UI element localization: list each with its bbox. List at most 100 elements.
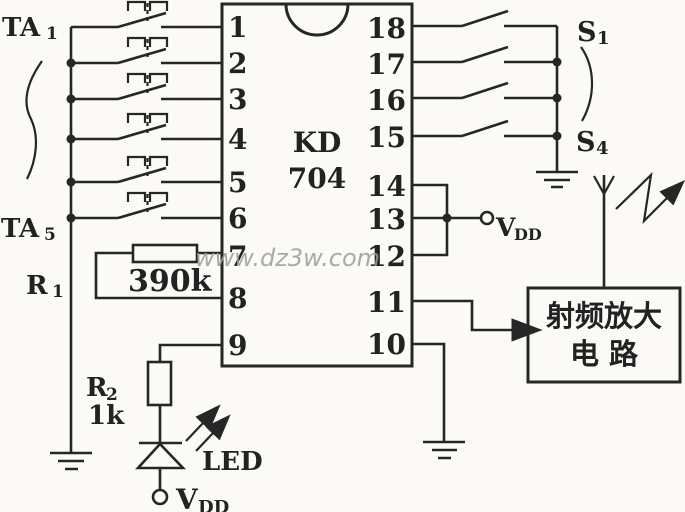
switch-s-pin15 (412, 119, 557, 138)
ic-name-line2: 704 (288, 162, 346, 195)
pin14-pin12-bracket-wire (412, 183, 449, 257)
led-triangle (135, 442, 187, 470)
r1-label: R (26, 271, 48, 301)
switch-s-pin17 (412, 45, 557, 64)
switch-lever (117, 202, 167, 220)
pin-label-17: 17 (367, 48, 406, 81)
ic-notch (284, 3, 350, 37)
switch-lever (461, 9, 509, 28)
junction-dot (552, 57, 562, 67)
led-label: LED (202, 447, 263, 477)
s1-label: S (577, 17, 597, 48)
pin-label-16: 16 (367, 84, 406, 117)
s4-label: S (576, 127, 596, 158)
rf-box-line2: 电 路 (570, 337, 639, 371)
vdd-pin13-branch: V DD (412, 183, 542, 257)
switch-lever (117, 166, 167, 184)
resistor-loop-wire-pin8 (94, 251, 222, 300)
pin-label-3: 3 (228, 83, 247, 116)
s1-label-sub: 1 (597, 28, 610, 49)
rf-wave-zigzag-icon (615, 171, 685, 225)
pushbutton-switch-pin1 (71, 0, 222, 29)
ground-symbol-s-bus (536, 170, 578, 189)
pushbutton-cap-icon (126, 112, 169, 123)
ic-name-line1: KD (293, 126, 342, 159)
pushbutton-switch-pin6 (71, 191, 222, 220)
ta5-label: TA (1, 214, 40, 244)
antenna-arrow-icon (593, 175, 615, 195)
pushbutton-cap-icon (126, 36, 169, 47)
pin9-wire (158, 343, 222, 362)
switch-lever (461, 45, 509, 64)
pushbutton-cap-icon (126, 0, 169, 11)
vdd13-label: V (495, 213, 516, 242)
pin-label-15: 15 (367, 121, 406, 154)
pushbutton-switch-pin5 (71, 155, 222, 184)
junction-dot (552, 131, 562, 141)
ta5-label-sub: 5 (44, 225, 56, 245)
r2-label-sub: 2 (106, 385, 118, 405)
vdd-led-label: V (175, 483, 199, 512)
pin-label-7: 7 (228, 240, 247, 273)
pin-label-1: 1 (228, 11, 247, 44)
pushbutton-cap-icon (126, 72, 169, 83)
rf-output-branch (412, 299, 543, 460)
pin10-wire (412, 342, 446, 441)
led-branch: R 2 1k LED V DD (86, 343, 263, 512)
switch-s-pin16 (412, 81, 557, 100)
pin-label-5: 5 (228, 166, 247, 199)
r2-value: 1k (88, 401, 125, 431)
pin-label-18: 18 (367, 12, 406, 45)
resistor-r2-body (146, 360, 173, 407)
r1-label-sub: 1 (52, 282, 64, 302)
pin-label-8: 8 (228, 282, 247, 315)
resistor-390k-value: 390k (128, 264, 213, 299)
ta-labels: TA 1 TA 5 R 1 (1, 13, 64, 302)
switch-lever (461, 81, 509, 100)
ic-kd704: KD 704 1 2 3 4 5 6 7 8 9 18 17 16 15 14 … (220, 2, 414, 368)
brace-right (580, 46, 594, 122)
switch-lever (117, 123, 167, 141)
resistor-390k-body (131, 243, 199, 264)
vdd-led-label-sub: DD (198, 497, 229, 512)
pin-label-9: 9 (228, 329, 247, 362)
switch-lever (117, 83, 167, 101)
junction-dot (552, 93, 562, 103)
pin11-to-rf-arrow (412, 299, 543, 342)
watermark: www.dz3w.com (195, 244, 380, 272)
pushbutton-switch-pin3 (71, 72, 222, 101)
pin-label-14: 14 (367, 170, 406, 203)
rf-amplifier-block: 射频放大 电 路 (526, 171, 685, 384)
pushbutton-cap-icon (126, 191, 169, 202)
pin-label-13: 13 (367, 203, 406, 236)
switch-lever (117, 11, 167, 29)
pin-label-4: 4 (228, 123, 247, 156)
pin-label-2: 2 (228, 47, 247, 80)
brace-left (25, 60, 43, 180)
ground-symbol-pin10 (423, 440, 465, 460)
led-light-arrow-icon (195, 414, 231, 452)
rf-box-line1: 射频放大 (545, 299, 662, 333)
pin-label-6: 6 (228, 202, 247, 235)
switch-s-pin18 (412, 9, 557, 28)
vdd13-label-sub: DD (514, 225, 542, 244)
ground-symbol-left (50, 451, 92, 471)
ta1-label: TA (2, 13, 41, 43)
s4-label-sub: 4 (596, 138, 609, 159)
pin-label-12: 12 (367, 240, 406, 273)
pushbutton-switch-pin4 (71, 112, 222, 141)
junction-dot (442, 213, 452, 223)
pushbutton-switch-pin2 (71, 36, 222, 65)
pin-label-10: 10 (367, 328, 406, 361)
pin-label-11: 11 (367, 286, 406, 319)
switch-lever (117, 47, 167, 65)
pushbutton-cap-icon (126, 155, 169, 166)
switch-lever (461, 119, 509, 138)
vdd-terminal-circle (151, 488, 169, 506)
ta1-label-sub: 1 (46, 24, 58, 44)
vdd-terminal-circle (479, 210, 495, 226)
s-bus: S 1 S 4 (536, 17, 610, 189)
resistor-390k: 390k (94, 243, 222, 300)
